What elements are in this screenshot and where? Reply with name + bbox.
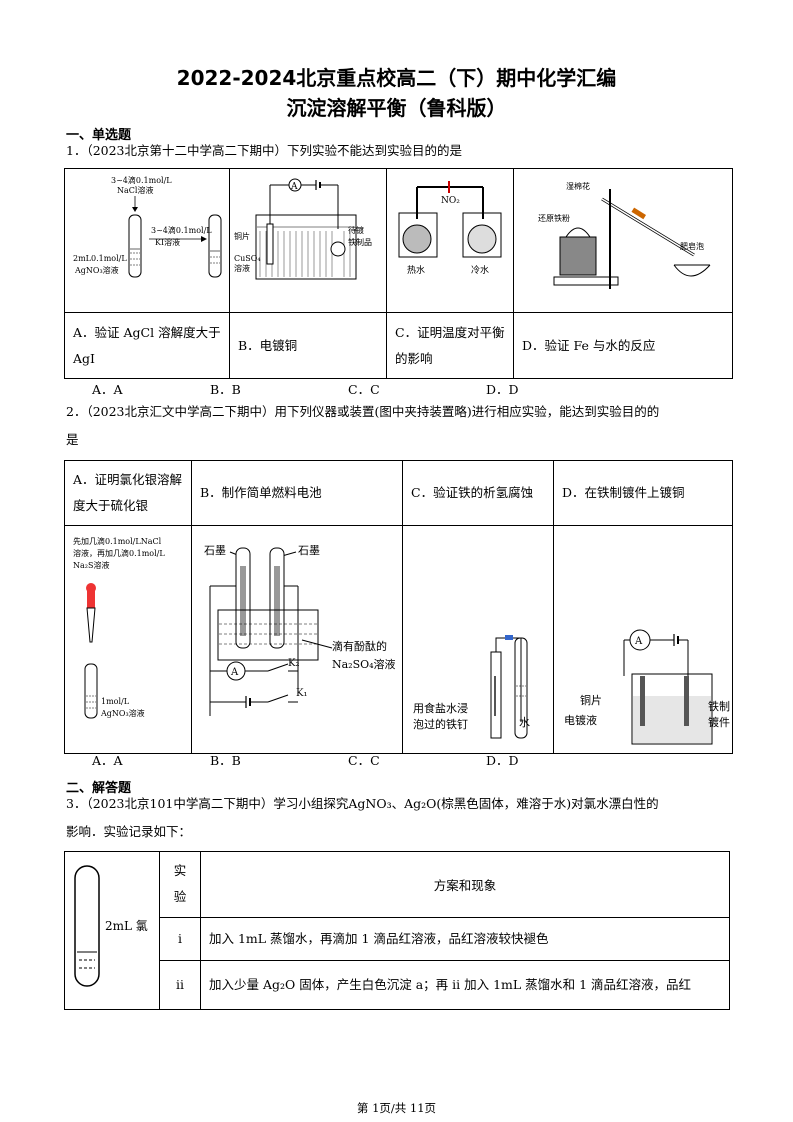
label: AgNO₃溶液	[100, 708, 145, 718]
page-footer: 第 1页/共 11页	[356, 1101, 437, 1115]
label: 铜片	[234, 231, 250, 241]
label: 溶液	[234, 263, 250, 273]
ammeter-label: A	[290, 182, 298, 192]
label: 镀件	[708, 715, 730, 729]
q2-figure-d: A 铜片 电镀液 铁制 镀件	[553, 525, 733, 754]
ammeter-label: A	[230, 667, 239, 678]
q1-choice-b[interactable]: B．B	[210, 382, 241, 397]
label: 3~4滴0.1mol/L	[111, 175, 172, 185]
col-plan-header: 方案和现象	[200, 851, 730, 918]
row-text: 加入少量 Ag₂O 固体，产生白色沉淀 a；再 ii 加入 1mL 蒸馏水和 1…	[209, 976, 692, 992]
label: 湿棉花	[566, 181, 590, 191]
section-heading: 二、解答题	[66, 781, 132, 796]
page-title: 2022-2024北京重点校高二（下）期中化学汇编	[176, 66, 617, 90]
label: CuSO₄	[234, 254, 261, 263]
label: 肥皂泡	[680, 241, 704, 251]
label: 先加几滴0.1mol/LNaCl	[73, 536, 162, 546]
q2-figure-c: 用食盐水浸 泡过的铁钉 水	[402, 525, 554, 754]
label: 热水	[407, 264, 425, 276]
dropper-diagram: 先加几滴0.1mol/LNaCl 溶液，再加几滴0.1mol/L Na₂S溶液 …	[73, 536, 165, 719]
label: 用食盐水浸	[413, 701, 468, 715]
ammeter-label: A	[634, 636, 643, 647]
q2-header-c: C．验证铁的析氢腐蚀	[411, 485, 534, 500]
label: 待镀	[348, 225, 364, 235]
q2-header-d: D．在铁制镀件上镀铜	[562, 485, 685, 500]
copper-plating-diagram: A 铜片 电镀液 铁制 镀件	[564, 629, 730, 745]
q2-choice-d[interactable]: D．D	[486, 753, 519, 768]
q3-tube-cell: 2mL 氯	[64, 851, 160, 1010]
label: 还原铁粉	[538, 213, 570, 223]
label: 1mol/L	[101, 697, 130, 706]
label: 冷水	[471, 264, 489, 276]
q2-choice-b[interactable]: B．B	[210, 753, 241, 768]
fe-water-diagram: 湿棉花 还原铁粉 肥皂泡	[538, 181, 711, 289]
label: 滴有酚酞的	[332, 639, 387, 653]
q1-figure-d: 湿棉花 还原铁粉 肥皂泡	[513, 168, 733, 313]
col-exp-2: 验	[173, 889, 187, 905]
label: 铁制品	[348, 237, 372, 247]
label: 水	[519, 716, 530, 729]
page-subtitle: 沉淀溶解平衡（鲁科版）	[286, 96, 507, 120]
no2-equilibrium-diagram: NO₂ 热水 冷水	[398, 181, 502, 276]
corrosion-diagram: 用食盐水浸 泡过的铁钉 水	[413, 635, 530, 739]
question-1-table: 3~4滴0.1mol/L NaCl溶液 3~4滴0.1mol/L KI溶液 2m…	[64, 168, 733, 379]
label: KI溶液	[155, 237, 180, 247]
row-id: ii	[159, 959, 201, 1011]
q1-option-b: B．电镀铜	[238, 337, 298, 353]
label: AgNO₃溶液	[74, 265, 119, 275]
label: 铁制	[708, 700, 730, 713]
q2-choice-a[interactable]: A．A	[92, 753, 123, 768]
label: NaCl溶液	[117, 185, 153, 195]
q1-option-d: D．验证 Fe 与水的反应	[522, 337, 656, 353]
switch-label: K₁	[296, 688, 307, 699]
question-2-table: A．证明氯化银溶解度大于硫化银 B．制作简单燃料电池 C．验证铁的析氢腐蚀 D．…	[64, 460, 733, 754]
electroplating-diagram: A	[234, 178, 372, 280]
fuel-cell-diagram: 石墨 石墨 滴有酚酞的 Na₂SO₄溶液 A	[204, 544, 396, 716]
label: Na₂S溶液	[73, 560, 109, 570]
row-id: i	[159, 916, 201, 961]
q2-header-a: A．证明氯化银溶解度大于硫化银	[73, 472, 183, 513]
question-3-stem: 3．（2023北京101中学高二下期中）学习小组探究AgNO₃、Ag₂O(棕黑色…	[66, 796, 659, 811]
question-2-stem-cont: 是	[66, 432, 79, 447]
question-3-stem-cont: 影响．实验记录如下：	[66, 824, 192, 839]
switch-label: K₂	[288, 658, 299, 669]
label: 2mL0.1mol/L	[73, 254, 127, 263]
q1-figure-b: A	[229, 168, 387, 313]
label: 2mL 氯	[105, 919, 148, 933]
section-heading: 一、单选题	[66, 128, 132, 143]
question-1-stem: 1．（2023北京第十二中学高二下期中）下列实验不能达到实验目的的是	[66, 143, 463, 158]
q1-choice-a[interactable]: A．A	[92, 382, 123, 397]
label: 铜片	[580, 693, 602, 707]
label: 石墨	[298, 544, 320, 557]
question-3-table: 2mL 氯 实 验 方案和现象 i 加入 1mL 蒸馏水，再滴加 1 滴品红溶液…	[64, 851, 730, 1011]
label: 泡过的铁钉	[413, 717, 468, 731]
test-tube-diagram: 2mL 氯	[74, 865, 148, 987]
q2-header-b: B．制作简单燃料电池	[200, 485, 322, 500]
q1-figure-c: NO₂ 热水 冷水	[386, 168, 514, 313]
q1-choice-c[interactable]: C．C	[348, 382, 380, 397]
q1-choice-d[interactable]: D．D	[486, 382, 519, 397]
question-2-stem: 2．（2023北京汇文中学高二下期中）用下列仪器或装置(图中夹持装置略)进行相应…	[66, 404, 660, 419]
q2-figure-a: 先加几滴0.1mol/LNaCl 溶液，再加几滴0.1mol/L Na₂S溶液 …	[64, 525, 192, 754]
test-tube-diagram: 3~4滴0.1mol/L NaCl溶液 3~4滴0.1mol/L KI溶液 2m…	[73, 175, 222, 278]
q1-option-a: A．验证 AgCl 溶解度大于 AgI	[73, 324, 221, 366]
col-exp-1: 实	[173, 863, 187, 879]
label: 溶液，再加几滴0.1mol/L	[73, 548, 165, 558]
q2-figure-b: 石墨 石墨 滴有酚酞的 Na₂SO₄溶液 A	[191, 525, 403, 754]
q1-option-c: C．证明温度对平衡的影响	[395, 324, 505, 366]
q2-choice-c[interactable]: C．C	[348, 753, 380, 768]
label: NO₂	[441, 196, 460, 206]
label: Na₂SO₄溶液	[332, 657, 396, 671]
label: 石墨	[204, 544, 226, 557]
row-text: 加入 1mL 蒸馏水，再滴加 1 滴品红溶液，品红溶液较快褪色	[209, 930, 549, 946]
label: 3~4滴0.1mol/L	[151, 225, 212, 235]
label: 电镀液	[564, 713, 597, 727]
q1-figure-a: 3~4滴0.1mol/L NaCl溶液 3~4滴0.1mol/L KI溶液 2m…	[64, 168, 230, 313]
